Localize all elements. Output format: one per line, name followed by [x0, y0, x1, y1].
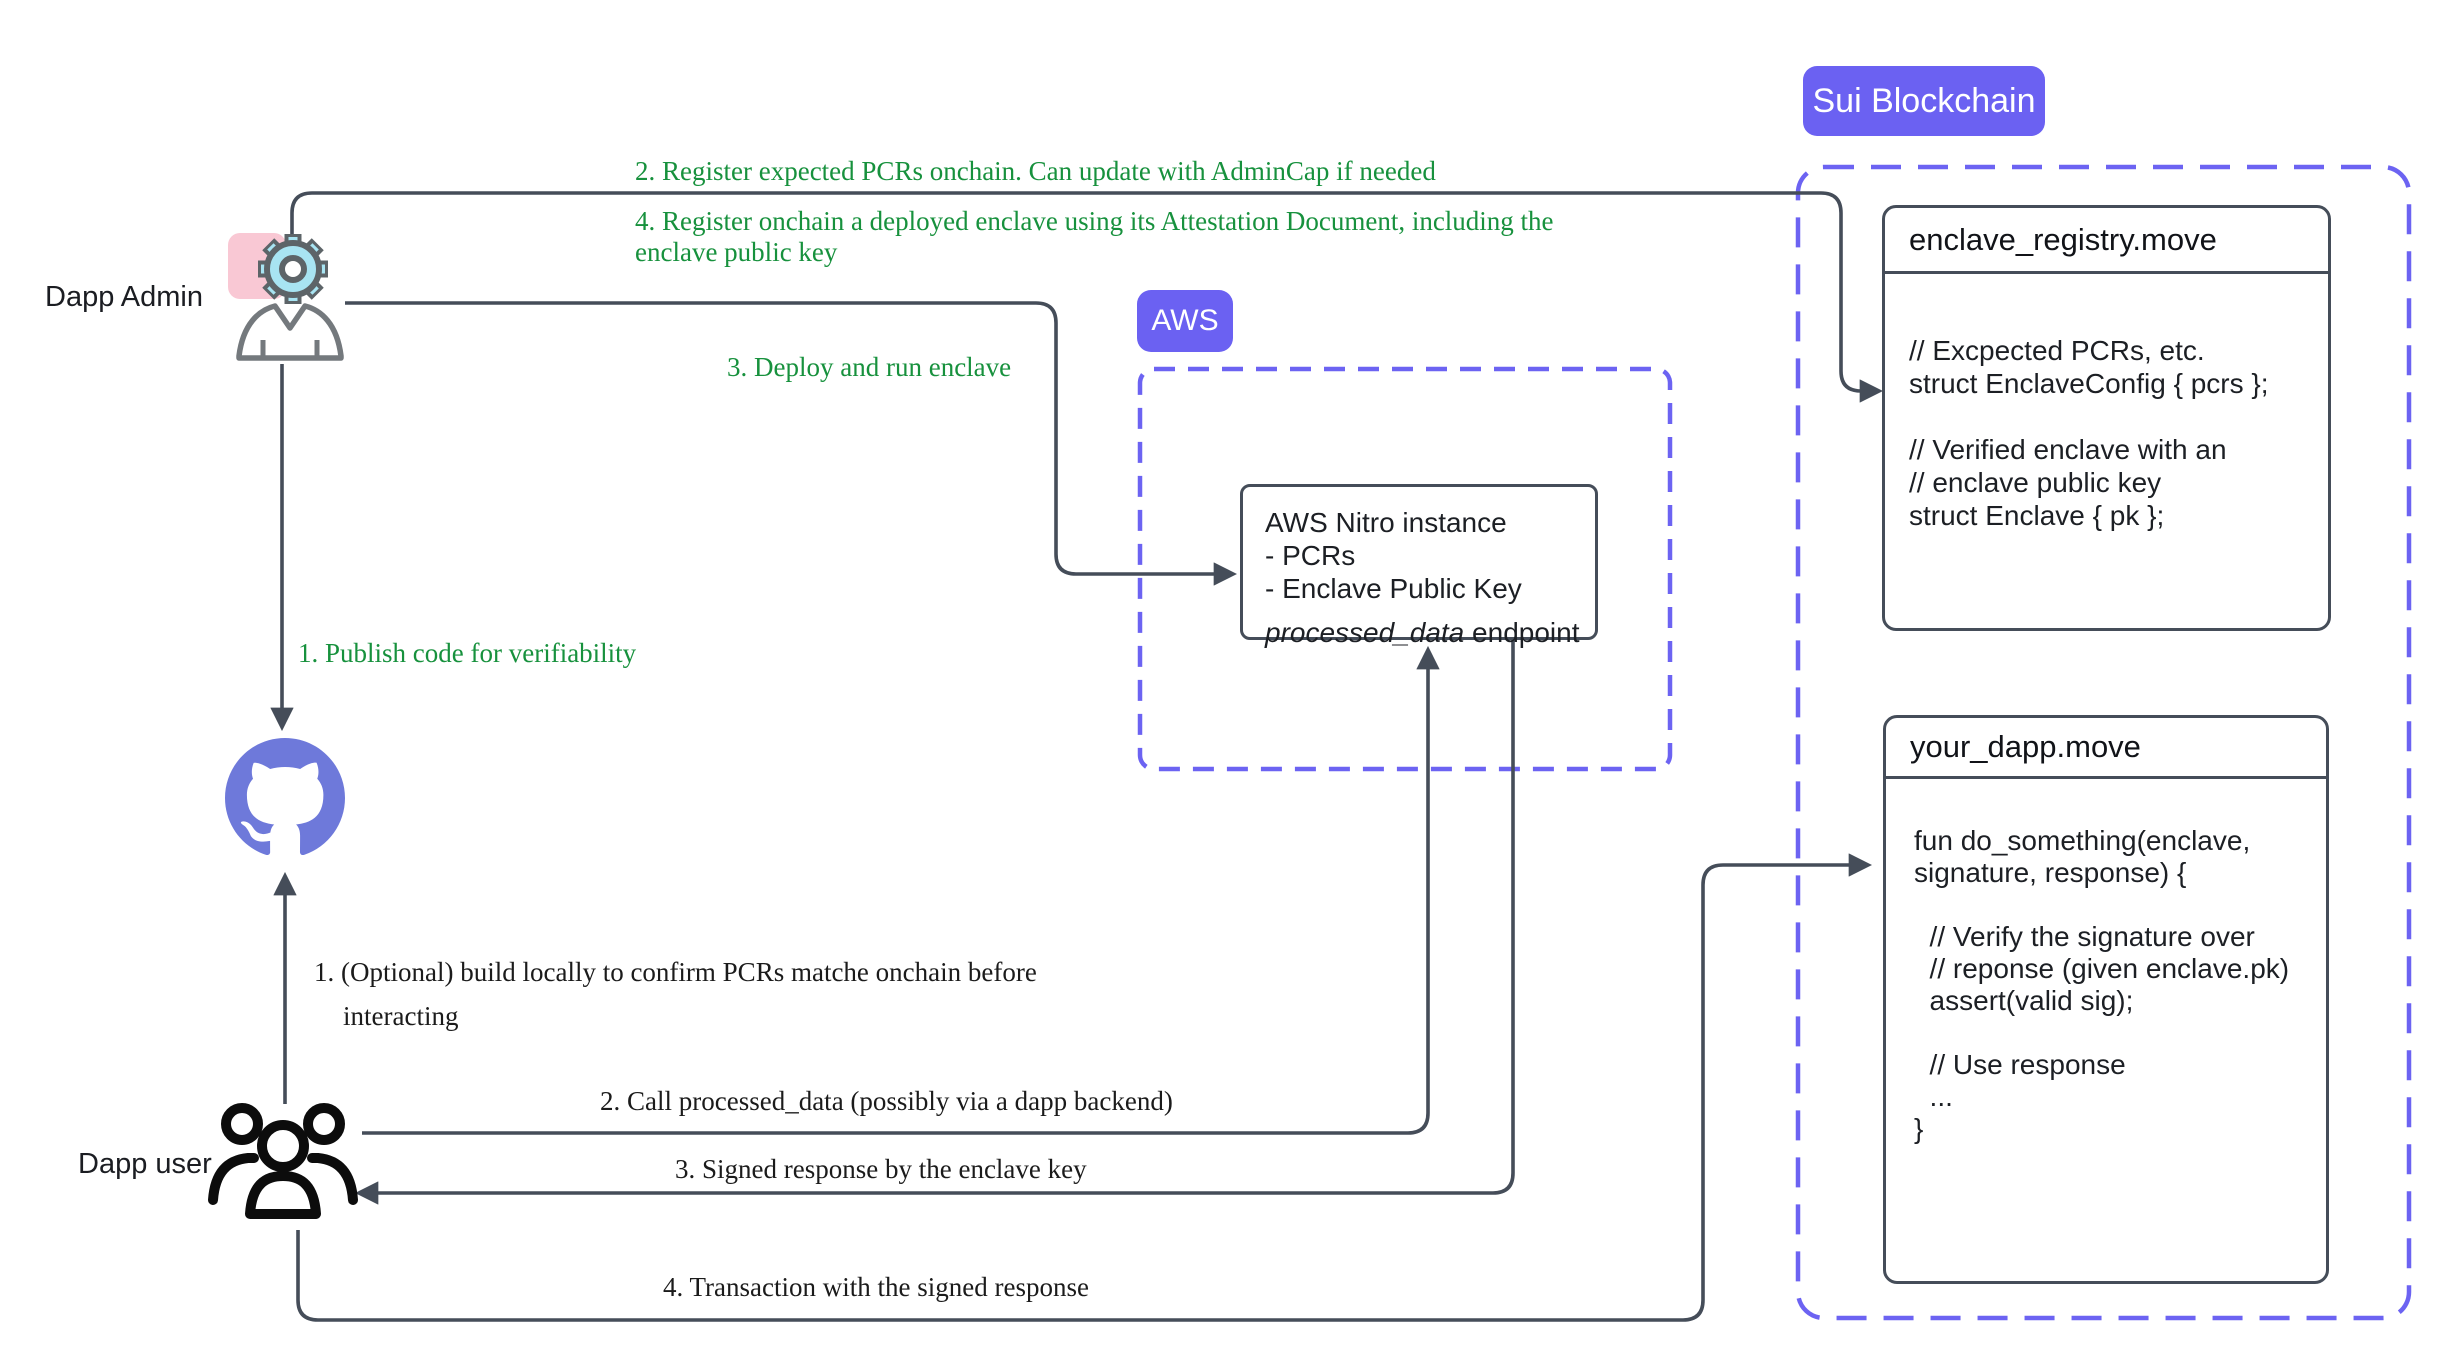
enclave-registry-module: enclave_registry.move // Excpected PCRs,…	[1882, 205, 2331, 631]
note-build-locally: 1. (Optional) build locally to confirm P…	[314, 957, 1037, 1031]
aws-badge: AWS	[1137, 290, 1233, 352]
enclave-registry-code: // Excpected PCRs, etc. struct EnclaveCo…	[1909, 335, 2269, 531]
note-transaction: 4. Transaction with the signed response	[663, 1272, 1089, 1302]
endpoint-suffix: endpoint	[1464, 617, 1580, 648]
github-icon	[225, 738, 345, 856]
note-register-enclave: 4. Register onchain a deployed enclave u…	[635, 206, 1554, 267]
transaction-line	[296, 853, 1873, 1322]
register-pcrs-line	[290, 191, 1884, 403]
users-icon	[208, 1103, 358, 1219]
your-dapp-code: fun do_something(enclave, signature, res…	[1914, 825, 2290, 1144]
deploy-enclave-line	[345, 301, 1238, 586]
gear-icon	[258, 234, 328, 304]
your-dapp-module: your_dapp.move fun do_something(enclave,…	[1883, 715, 2329, 1284]
sui-blockchain-badge: Sui Blockchain	[1803, 66, 2045, 136]
aws-nitro-lines: AWS Nitro instance - PCRs - Enclave Publ…	[1265, 507, 1522, 604]
enclave-registry-title: enclave_registry.move	[1885, 208, 2328, 274]
note-publish-code: 1. Publish code for verifiability	[298, 638, 637, 668]
signed-response-line	[354, 640, 1515, 1205]
person-icon	[236, 303, 344, 361]
dapp-user-label: Dapp user	[78, 1148, 212, 1180]
your-dapp-title: your_dapp.move	[1886, 718, 2326, 779]
aws-nitro-instance-box: AWS Nitro instance - PCRs - Enclave Publ…	[1240, 484, 1598, 648]
note-signed-response: 3. Signed response by the enclave key	[675, 1154, 1087, 1184]
dapp-admin-label: Dapp Admin	[45, 281, 203, 313]
call-endpoint-line	[362, 645, 1440, 1135]
sui-blockchain-region-border	[1795, 164, 2412, 1321]
endpoint-name: processed_data	[1265, 617, 1465, 648]
aws-region-border	[1137, 366, 1673, 772]
note-register-pcrs: 2. Register expected PCRs onchain. Can u…	[635, 156, 1436, 186]
note-call-endpoint: 2. Call processed_data (possibly via a d…	[600, 1086, 1173, 1116]
processed-data-endpoint-label: processed_data endpoint	[1265, 617, 1595, 649]
dapp-admin-icon	[228, 233, 344, 361]
note-deploy-enclave: 3. Deploy and run enclave	[727, 352, 1012, 382]
